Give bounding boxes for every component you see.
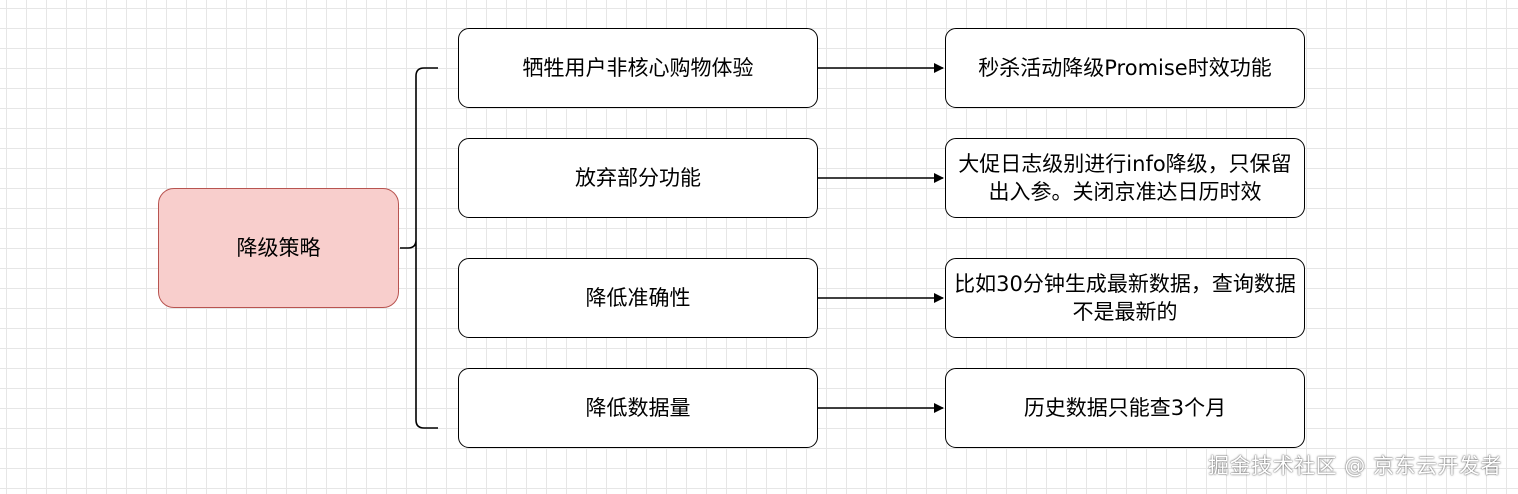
root-node[interactable]: 降级策略 bbox=[158, 188, 399, 308]
branch-node-3[interactable]: 降低准确性 bbox=[458, 258, 818, 338]
leaf-node-3[interactable]: 比如30分钟生成最新数据，查询数据不是最新的 bbox=[945, 258, 1305, 338]
leaf-node-4[interactable]: 历史数据只能查3个月 bbox=[945, 368, 1305, 448]
leaf-node-1[interactable]: 秒杀活动降级Promise时效功能 bbox=[945, 28, 1305, 108]
branch-node-1[interactable]: 牺牲用户非核心购物体验 bbox=[458, 28, 818, 108]
branch-node-2[interactable]: 放弃部分功能 bbox=[458, 138, 818, 218]
branch-node-4[interactable]: 降低数据量 bbox=[458, 368, 818, 448]
watermark: 掘金技术社区 @ 京东云开发者 bbox=[1208, 454, 1502, 478]
root-brace bbox=[400, 67, 438, 429]
leaf-node-2[interactable]: 大促日志级别进行info降级，只保留出入参。关闭京准达日历时效 bbox=[945, 138, 1305, 218]
